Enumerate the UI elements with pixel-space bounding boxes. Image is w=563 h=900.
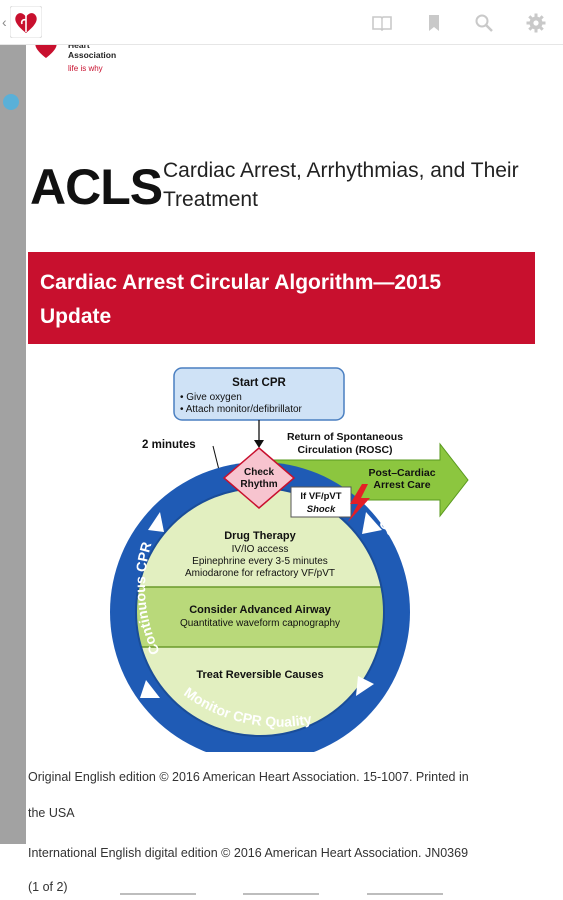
start-cpr-bullet: • Attach monitor/defibrillator [180, 404, 303, 415]
section-banner: Cardiac Arrest Circular Algorithm—2015 U… [28, 252, 535, 344]
aha-tagline: life is why [68, 64, 103, 73]
post-arrest-label: Post–Cardiac [368, 467, 435, 479]
ring-arrow-icon [148, 512, 164, 532]
page-scroll-strip[interactable] [0, 44, 26, 844]
book-icon[interactable] [371, 12, 393, 34]
chevron-left-icon[interactable]: ‹ [2, 14, 7, 30]
post-arrest-label: Arrest Care [373, 479, 430, 491]
reversible-causes-title: Treat Reversible Causes [196, 669, 323, 681]
aha-name: Heart Association [68, 40, 117, 60]
page-title: ACLS [30, 159, 163, 215]
ring-arrow-icon [356, 676, 374, 696]
bookmark-icon[interactable] [423, 12, 445, 34]
drug-therapy-title: Drug Therapy [224, 530, 296, 542]
aha-heart-app-icon[interactable] [10, 6, 42, 38]
scroll-position-indicator[interactable] [3, 94, 19, 110]
drug-therapy-line: Epinephrine every 3-5 minutes [192, 556, 328, 567]
start-cpr-bullet: • Give oxygen [180, 392, 242, 403]
page-indicator[interactable] [367, 893, 443, 895]
shock-box [290, 486, 352, 518]
shock-label: If VF/pVT [300, 491, 341, 502]
advanced-airway-title: Consider Advanced Airway [189, 604, 331, 616]
page-indicator[interactable] [243, 893, 319, 895]
two-minutes-label: 2 minutes [142, 439, 196, 451]
lightning-bolt-icon [348, 484, 370, 522]
drug-therapy-line: Amiodarone for refractory VF/pVT [185, 568, 335, 579]
copyright-line: (1 of 2) [28, 880, 68, 894]
check-rhythm-label: Check [244, 467, 274, 478]
copyright-line: the USA [28, 806, 75, 820]
gear-icon[interactable] [525, 12, 547, 34]
cardiac-arrest-algorithm-diagram[interactable]: Start CPR • Give oxygen • Attach monitor… [100, 362, 480, 752]
check-rhythm-label: Rhythm [240, 479, 277, 490]
top-toolbar: ‹ [0, 0, 563, 45]
copyright-line: International English digital edition © … [28, 846, 469, 860]
copyright-line: Original English edition © 2016 American… [28, 770, 469, 784]
page-subtitle: Cardiac Arrest, Arrhythmias, and Their T… [163, 159, 519, 211]
section-banner-title: Cardiac Arrest Circular Algorithm—2015 U… [40, 271, 442, 328]
rosc-label: Circulation (ROSC) [297, 444, 392, 456]
drug-therapy-line: IV/IO access [232, 544, 289, 555]
check-rhythm-node [222, 447, 296, 509]
rosc-label: Return of Spontaneous [287, 431, 403, 443]
shock-label: Shock [307, 504, 336, 515]
advanced-airway-line: Quantitative waveform capnography [180, 618, 340, 629]
ring-arrow-icon [362, 512, 382, 534]
search-icon[interactable] [473, 12, 495, 34]
start-cpr-title: Start CPR [232, 377, 286, 389]
ring-arrow-icon [140, 680, 160, 698]
page-indicator[interactable] [120, 893, 196, 895]
